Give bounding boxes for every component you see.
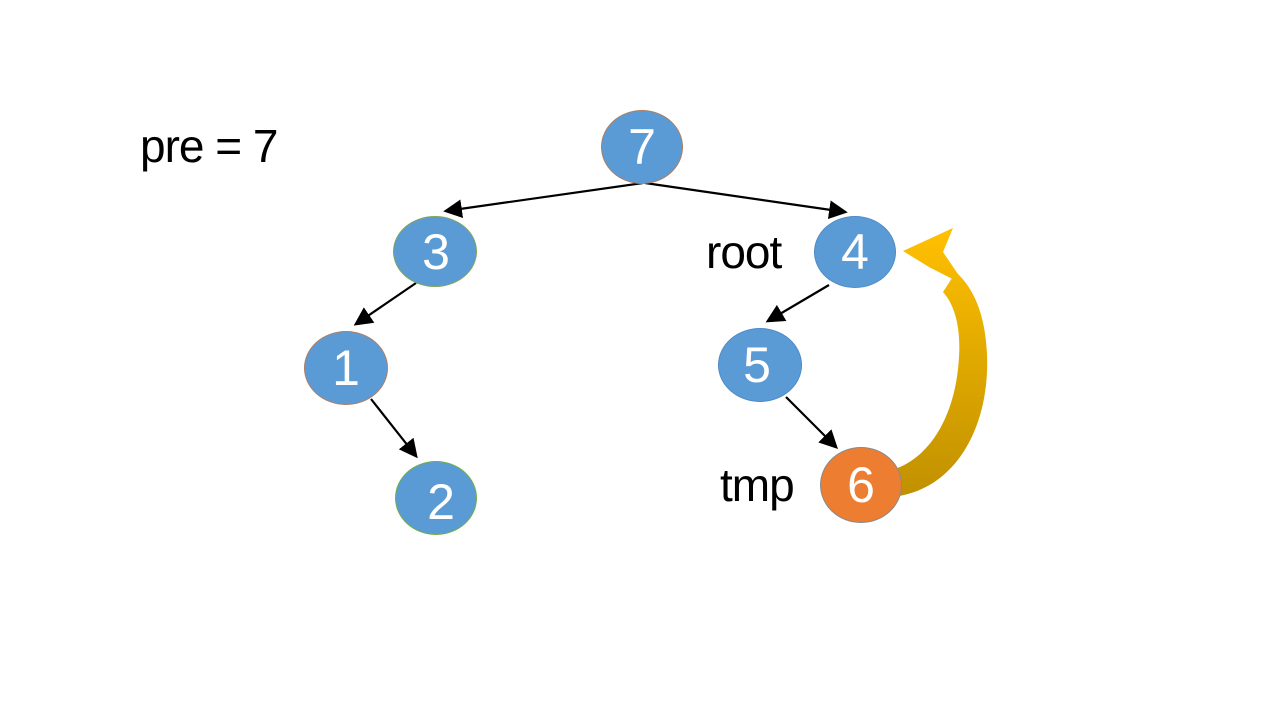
tree-node-5: 5 [718, 328, 802, 402]
tree-node-7: 7 [601, 110, 683, 184]
node-value: 6 [847, 457, 875, 513]
back-pointer-arrow [895, 228, 988, 496]
back-pointer-arrowhead [903, 228, 966, 286]
edge-7-3 [443, 181, 644, 219]
node-value: 7 [628, 119, 656, 175]
node-value: 5 [743, 337, 771, 393]
node-value: 4 [841, 224, 869, 280]
edge-7-4 [644, 181, 848, 219]
node-value: 2 [427, 474, 455, 530]
tree-node-2: 2 [395, 461, 477, 535]
node-value: 3 [422, 223, 450, 280]
edge-4-5 [765, 284, 830, 323]
node-value: 1 [332, 340, 360, 396]
tmp-pointer-label: tmp [720, 459, 795, 511]
tree-node-1: 1 [304, 331, 388, 405]
back-pointer-arrow-band [895, 272, 988, 496]
edge-3-1 [353, 282, 417, 326]
edge-1-2 [370, 398, 418, 459]
tree-node-3: 3 [393, 216, 477, 287]
tree-node-6: 6 [820, 447, 902, 523]
tree-node-4: 4 [814, 216, 896, 288]
root-pointer-label: root [706, 226, 782, 278]
edge-5-6 [785, 396, 838, 449]
pre-annotation: pre = 7 [140, 120, 278, 172]
